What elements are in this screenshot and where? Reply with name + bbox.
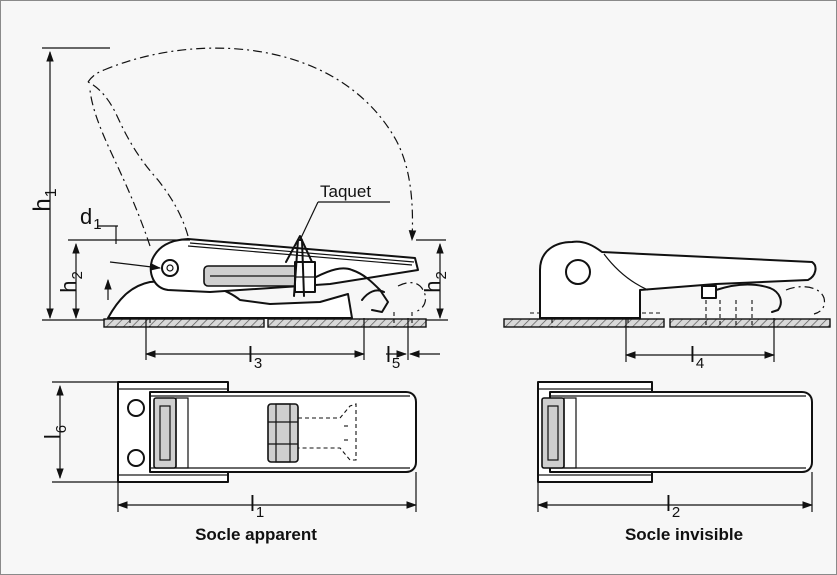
label-taquet: Taquet bbox=[320, 182, 371, 201]
svg-text:h2: h2 bbox=[56, 271, 86, 293]
svg-text:l1: l1 bbox=[250, 491, 264, 521]
label-l2: l bbox=[666, 491, 671, 516]
svg-text:l4: l4 bbox=[690, 342, 704, 372]
label-l5-sub: 5 bbox=[392, 355, 400, 372]
label-h2-right-sub: 2 bbox=[433, 271, 450, 279]
pivot-pin-invisible bbox=[565, 259, 591, 285]
base-plate-right bbox=[267, 318, 427, 328]
side-view-socle-invisible bbox=[503, 240, 831, 362]
dimension-labels: h1 h2 h2 d1 Taquet l3 l5 l4 l6 bbox=[29, 182, 704, 521]
label-l4-sub: 4 bbox=[696, 355, 704, 372]
view-captions: Socle apparent Socle invisible bbox=[195, 525, 743, 544]
pivot-pin bbox=[161, 259, 179, 277]
adjuster-top-view bbox=[267, 403, 299, 463]
top-view-socle-invisible bbox=[536, 381, 814, 512]
svg-text:d1: d1 bbox=[80, 204, 102, 233]
label-h2-right: h bbox=[420, 281, 445, 293]
label-d1-sub: 1 bbox=[93, 216, 101, 233]
label-h2-sub: 2 bbox=[69, 271, 86, 279]
base-plate-left bbox=[103, 318, 265, 328]
label-l3-sub: 3 bbox=[254, 355, 262, 372]
label-h1-sub: 1 bbox=[43, 188, 60, 197]
label-l4: l bbox=[690, 342, 695, 367]
label-d1: d bbox=[80, 204, 92, 229]
lever-top-view-invisible bbox=[549, 391, 813, 473]
svg-text:h2: h2 bbox=[420, 271, 450, 293]
svg-text:l2: l2 bbox=[666, 491, 680, 521]
base-plate-right-invisible bbox=[669, 318, 831, 328]
label-l6: l bbox=[40, 434, 65, 439]
caption-socle-apparent: Socle apparent bbox=[195, 525, 317, 544]
svg-text:l3: l3 bbox=[248, 342, 262, 372]
label-h1: h bbox=[29, 198, 56, 211]
label-h2: h bbox=[56, 281, 81, 293]
label-l5: l bbox=[386, 342, 391, 367]
svg-text:l5: l5 bbox=[386, 342, 400, 372]
label-l3: l bbox=[248, 342, 253, 367]
top-view-socle-apparent bbox=[52, 381, 418, 512]
label-l1-sub: 1 bbox=[256, 504, 264, 521]
svg-text:l6: l6 bbox=[40, 425, 70, 439]
label-l1: l bbox=[250, 491, 255, 516]
side-view-socle-apparent bbox=[42, 47, 448, 360]
label-l2-sub: 2 bbox=[672, 504, 680, 521]
label-l6-sub: 6 bbox=[53, 425, 70, 433]
svg-text:h1: h1 bbox=[29, 188, 60, 211]
caption-socle-invisible: Socle invisible bbox=[625, 525, 743, 544]
base-plate-left-invisible bbox=[503, 318, 665, 328]
